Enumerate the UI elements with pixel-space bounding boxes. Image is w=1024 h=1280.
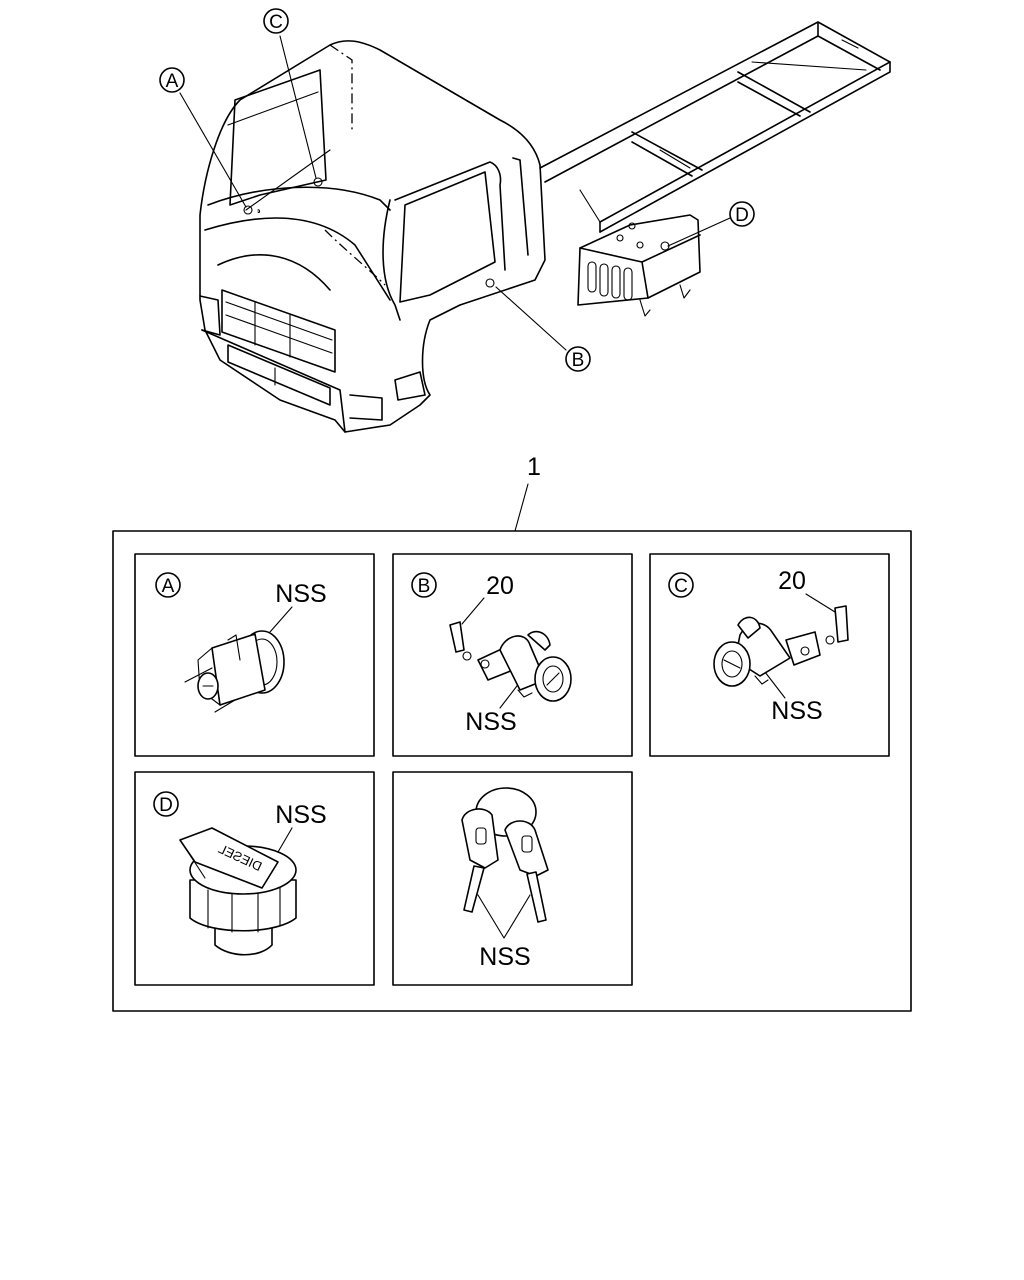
panel-a-callout: A bbox=[155, 572, 181, 598]
keys-icon bbox=[461, 787, 549, 923]
door-lock-cylinder-icon bbox=[713, 605, 849, 687]
panel-c-leader-20 bbox=[805, 593, 836, 613]
panel-c-leader-nss bbox=[764, 671, 786, 699]
panel-d-leader bbox=[277, 827, 293, 853]
overview-callout-b: B bbox=[565, 346, 591, 372]
panel-d-border bbox=[134, 771, 375, 986]
assembly-leader-line bbox=[514, 483, 529, 532]
panel-d-callout: D bbox=[153, 791, 179, 817]
panel-a-part-label: NSS bbox=[275, 580, 326, 608]
panel-c-part-label: NSS bbox=[771, 697, 822, 725]
panel-d: D NSS DIESEL bbox=[134, 771, 375, 986]
door-lock-cylinder-icon bbox=[449, 621, 572, 702]
panel-a: A NSS bbox=[134, 553, 375, 757]
panel-d-callout-label: D bbox=[159, 795, 173, 816]
panel-b-part-label: NSS bbox=[465, 708, 516, 736]
chassis-frame bbox=[539, 21, 891, 233]
overview-callout-b-label: B bbox=[572, 350, 585, 371]
overview-leader-lines bbox=[179, 35, 731, 351]
overview-callout-a: A bbox=[159, 67, 185, 93]
panel-a-leader bbox=[269, 606, 293, 633]
panel-c-border bbox=[649, 553, 890, 757]
overview-callout-c-label: C bbox=[269, 12, 283, 33]
panel-b-callout: B bbox=[411, 572, 437, 598]
overview-callout-d-label: D bbox=[735, 205, 749, 226]
panel-keys-leader bbox=[477, 894, 531, 939]
panel-d-part-label: NSS bbox=[275, 801, 326, 829]
panel-a-callout-label: A bbox=[162, 576, 175, 597]
panel-b-leader-nss bbox=[499, 681, 521, 709]
panel-c: C 20 NSS bbox=[649, 553, 890, 757]
panel-b-border bbox=[392, 553, 633, 757]
fuel-tank bbox=[577, 214, 701, 317]
panel-c-part-number: 20 bbox=[778, 567, 806, 595]
panel-b-callout-label: B bbox=[418, 576, 431, 597]
panel-c-callout-label: C bbox=[674, 576, 688, 597]
overview-callout-c: C bbox=[263, 8, 289, 34]
truck-illustration: A C B D bbox=[159, 8, 891, 433]
overview-callout-a-label: A bbox=[166, 71, 179, 92]
panel-keys-border bbox=[392, 771, 633, 986]
cab bbox=[199, 40, 546, 433]
panel-keys-part-label: NSS bbox=[479, 943, 530, 971]
panel-a-border bbox=[134, 553, 375, 757]
panel-b-leader-20 bbox=[461, 597, 485, 625]
ignition-lock-icon bbox=[184, 630, 285, 713]
fuel-cap-icon: DIESEL bbox=[179, 827, 297, 956]
parts-frame bbox=[112, 530, 912, 1012]
assembly-number: 1 bbox=[527, 453, 541, 481]
overview-callout-d: D bbox=[729, 201, 755, 227]
panel-b-part-number: 20 bbox=[486, 572, 514, 600]
panel-b: B 20 NSS bbox=[392, 553, 633, 757]
panel-c-callout: C bbox=[668, 572, 694, 598]
panel-keys: NSS bbox=[392, 771, 633, 986]
